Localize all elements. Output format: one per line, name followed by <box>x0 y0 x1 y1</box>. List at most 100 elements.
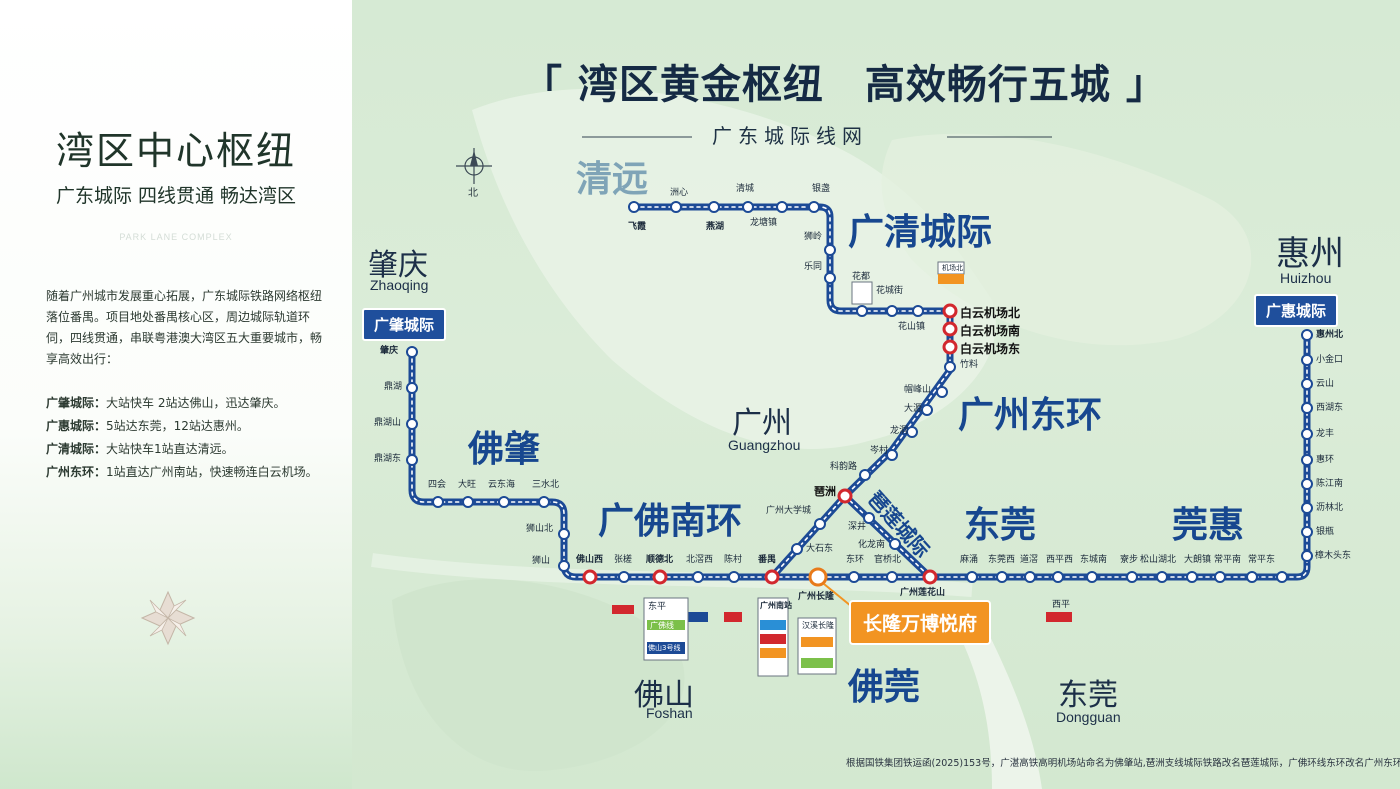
station-dot <box>824 244 836 256</box>
station-label: 鼎湖 <box>384 382 403 392</box>
transfer-tag <box>851 281 873 305</box>
highlight-text: 大站快车 2站达佛山，迅达肇庆。 <box>106 396 286 410</box>
station-label: 花城街 <box>876 286 904 296</box>
station-dot <box>1186 571 1198 583</box>
station-label: 花都 <box>852 272 871 282</box>
station-label: 机场北 <box>942 264 963 272</box>
station-dot <box>1052 571 1064 583</box>
interchange-station <box>942 339 958 355</box>
region-zhaoqing-en: Zhaoqing <box>370 277 429 293</box>
station-dot <box>863 512 875 524</box>
station-dot <box>708 201 720 213</box>
transfer-tag <box>647 642 685 654</box>
station-label: 清城 <box>736 184 755 194</box>
station-dot <box>618 571 630 583</box>
station-label: 狮山北 <box>526 524 554 534</box>
region-foshan-en: Foshan <box>646 705 693 721</box>
station-label: 沥林北 <box>1316 503 1344 513</box>
station-dot <box>1301 550 1313 562</box>
station-label-pazhou: 琶洲 <box>814 485 836 498</box>
station-label: 银盏 <box>812 184 831 194</box>
transfer-tag <box>724 612 742 622</box>
station-label: 大朗镇 <box>1184 555 1212 565</box>
station-dot <box>791 543 803 555</box>
mountain-area <box>472 88 996 449</box>
transfer-tag <box>938 274 964 284</box>
highlight-text: 大站快车1站直达清远。 <box>106 442 234 456</box>
interchange-station <box>582 569 598 585</box>
station-dot <box>1301 502 1313 514</box>
line-name-guangzhou-east: 广州东环 <box>958 395 1103 436</box>
station-label: 惠环 <box>1316 455 1335 465</box>
interchange-station <box>922 569 938 585</box>
highlight-text: 1站直达广州南站，快速畅连白云机场。 <box>106 465 318 479</box>
station-label: 鼎湖东 <box>374 454 402 464</box>
mountain-area <box>392 579 685 772</box>
station-dot <box>1086 571 1098 583</box>
station-label: 官桥北 <box>874 555 902 565</box>
station-label: 三水北 <box>532 480 560 490</box>
rail-map-graphics <box>371 88 1313 789</box>
station-dot <box>692 571 704 583</box>
station-label: 化龙南 <box>858 540 886 550</box>
interchange-station <box>837 488 853 504</box>
station-dot <box>558 560 570 572</box>
line-name-guanhui: 莞惠 <box>1172 505 1245 546</box>
station-dot <box>776 201 788 213</box>
station-label: 竹料 <box>960 360 979 370</box>
station-dot <box>670 201 682 213</box>
station-label-airport: 白云机场东 <box>960 342 1021 356</box>
station-label: 肇庆 <box>380 346 399 356</box>
station-dot <box>1214 571 1226 583</box>
intro-paragraph: 随着广州城市发展重心拓展，广东城际铁路网络枢纽落位番禺。项目地处番禺核心区，周边… <box>46 289 323 366</box>
station-label: 番禺 <box>758 555 777 565</box>
station-dot <box>1276 571 1288 583</box>
station-dot <box>1301 329 1313 341</box>
station-label: 东城南 <box>1080 555 1108 565</box>
transfer-label: 广佛线 <box>650 621 674 630</box>
station-dot <box>966 571 978 583</box>
interchange-station <box>764 569 780 585</box>
station-dot <box>1301 354 1313 366</box>
station-dot <box>462 496 474 508</box>
station-label: 广州长隆 <box>798 592 835 602</box>
interchange-station <box>942 321 958 337</box>
transfer-label: 广州南站 <box>760 601 792 610</box>
page-title: 湾区中心枢纽 <box>55 129 296 173</box>
station-label: 西湖东 <box>1316 403 1344 413</box>
station-dot <box>1301 428 1313 440</box>
line-name-guangqing: 广清城际 <box>848 212 993 253</box>
station-label: 银瓶 <box>1316 527 1335 537</box>
station-dot <box>1156 571 1168 583</box>
station-dot <box>886 571 898 583</box>
line-badge-zhaoqing: 广肇城际 <box>362 308 447 341</box>
station-dot <box>1301 378 1313 390</box>
station-label: 大石东 <box>806 544 834 554</box>
station-dot <box>498 496 510 508</box>
station-dot <box>628 201 640 213</box>
station-label: 张槎 <box>614 555 633 565</box>
station-label: 四会 <box>428 480 447 490</box>
station-dot <box>1301 402 1313 414</box>
highlight-item: 广惠城际：5站达东莞，12站达惠州。 <box>46 415 336 438</box>
transfer-tag <box>1046 612 1072 622</box>
station-dot <box>558 528 570 540</box>
line-name-fozhao: 佛肇 <box>468 429 541 470</box>
station-dot <box>1126 571 1138 583</box>
region-dongguan: 东莞 <box>1058 678 1118 713</box>
transfer-tag <box>647 620 685 630</box>
highlight-text: 5站达东莞，12站达惠州。 <box>106 419 249 433</box>
region-qingyuan: 清远 <box>576 159 649 200</box>
transfer-tag <box>760 648 786 658</box>
station-dot <box>742 201 754 213</box>
page-subtitle: 广东城际 四线贯通 畅达湾区 <box>55 185 297 207</box>
station-dot <box>996 571 1008 583</box>
station-dot <box>859 469 871 481</box>
interchange-station <box>652 569 668 585</box>
station-label: 云东海 <box>488 480 516 490</box>
region-huizhou-en: Huizhou <box>1280 270 1332 286</box>
line-name-dongguan: 东莞 <box>964 505 1037 546</box>
station-label: 西平西 <box>1046 555 1074 565</box>
station-dot <box>406 418 418 430</box>
station-label: 广州莲花山 <box>900 588 946 598</box>
